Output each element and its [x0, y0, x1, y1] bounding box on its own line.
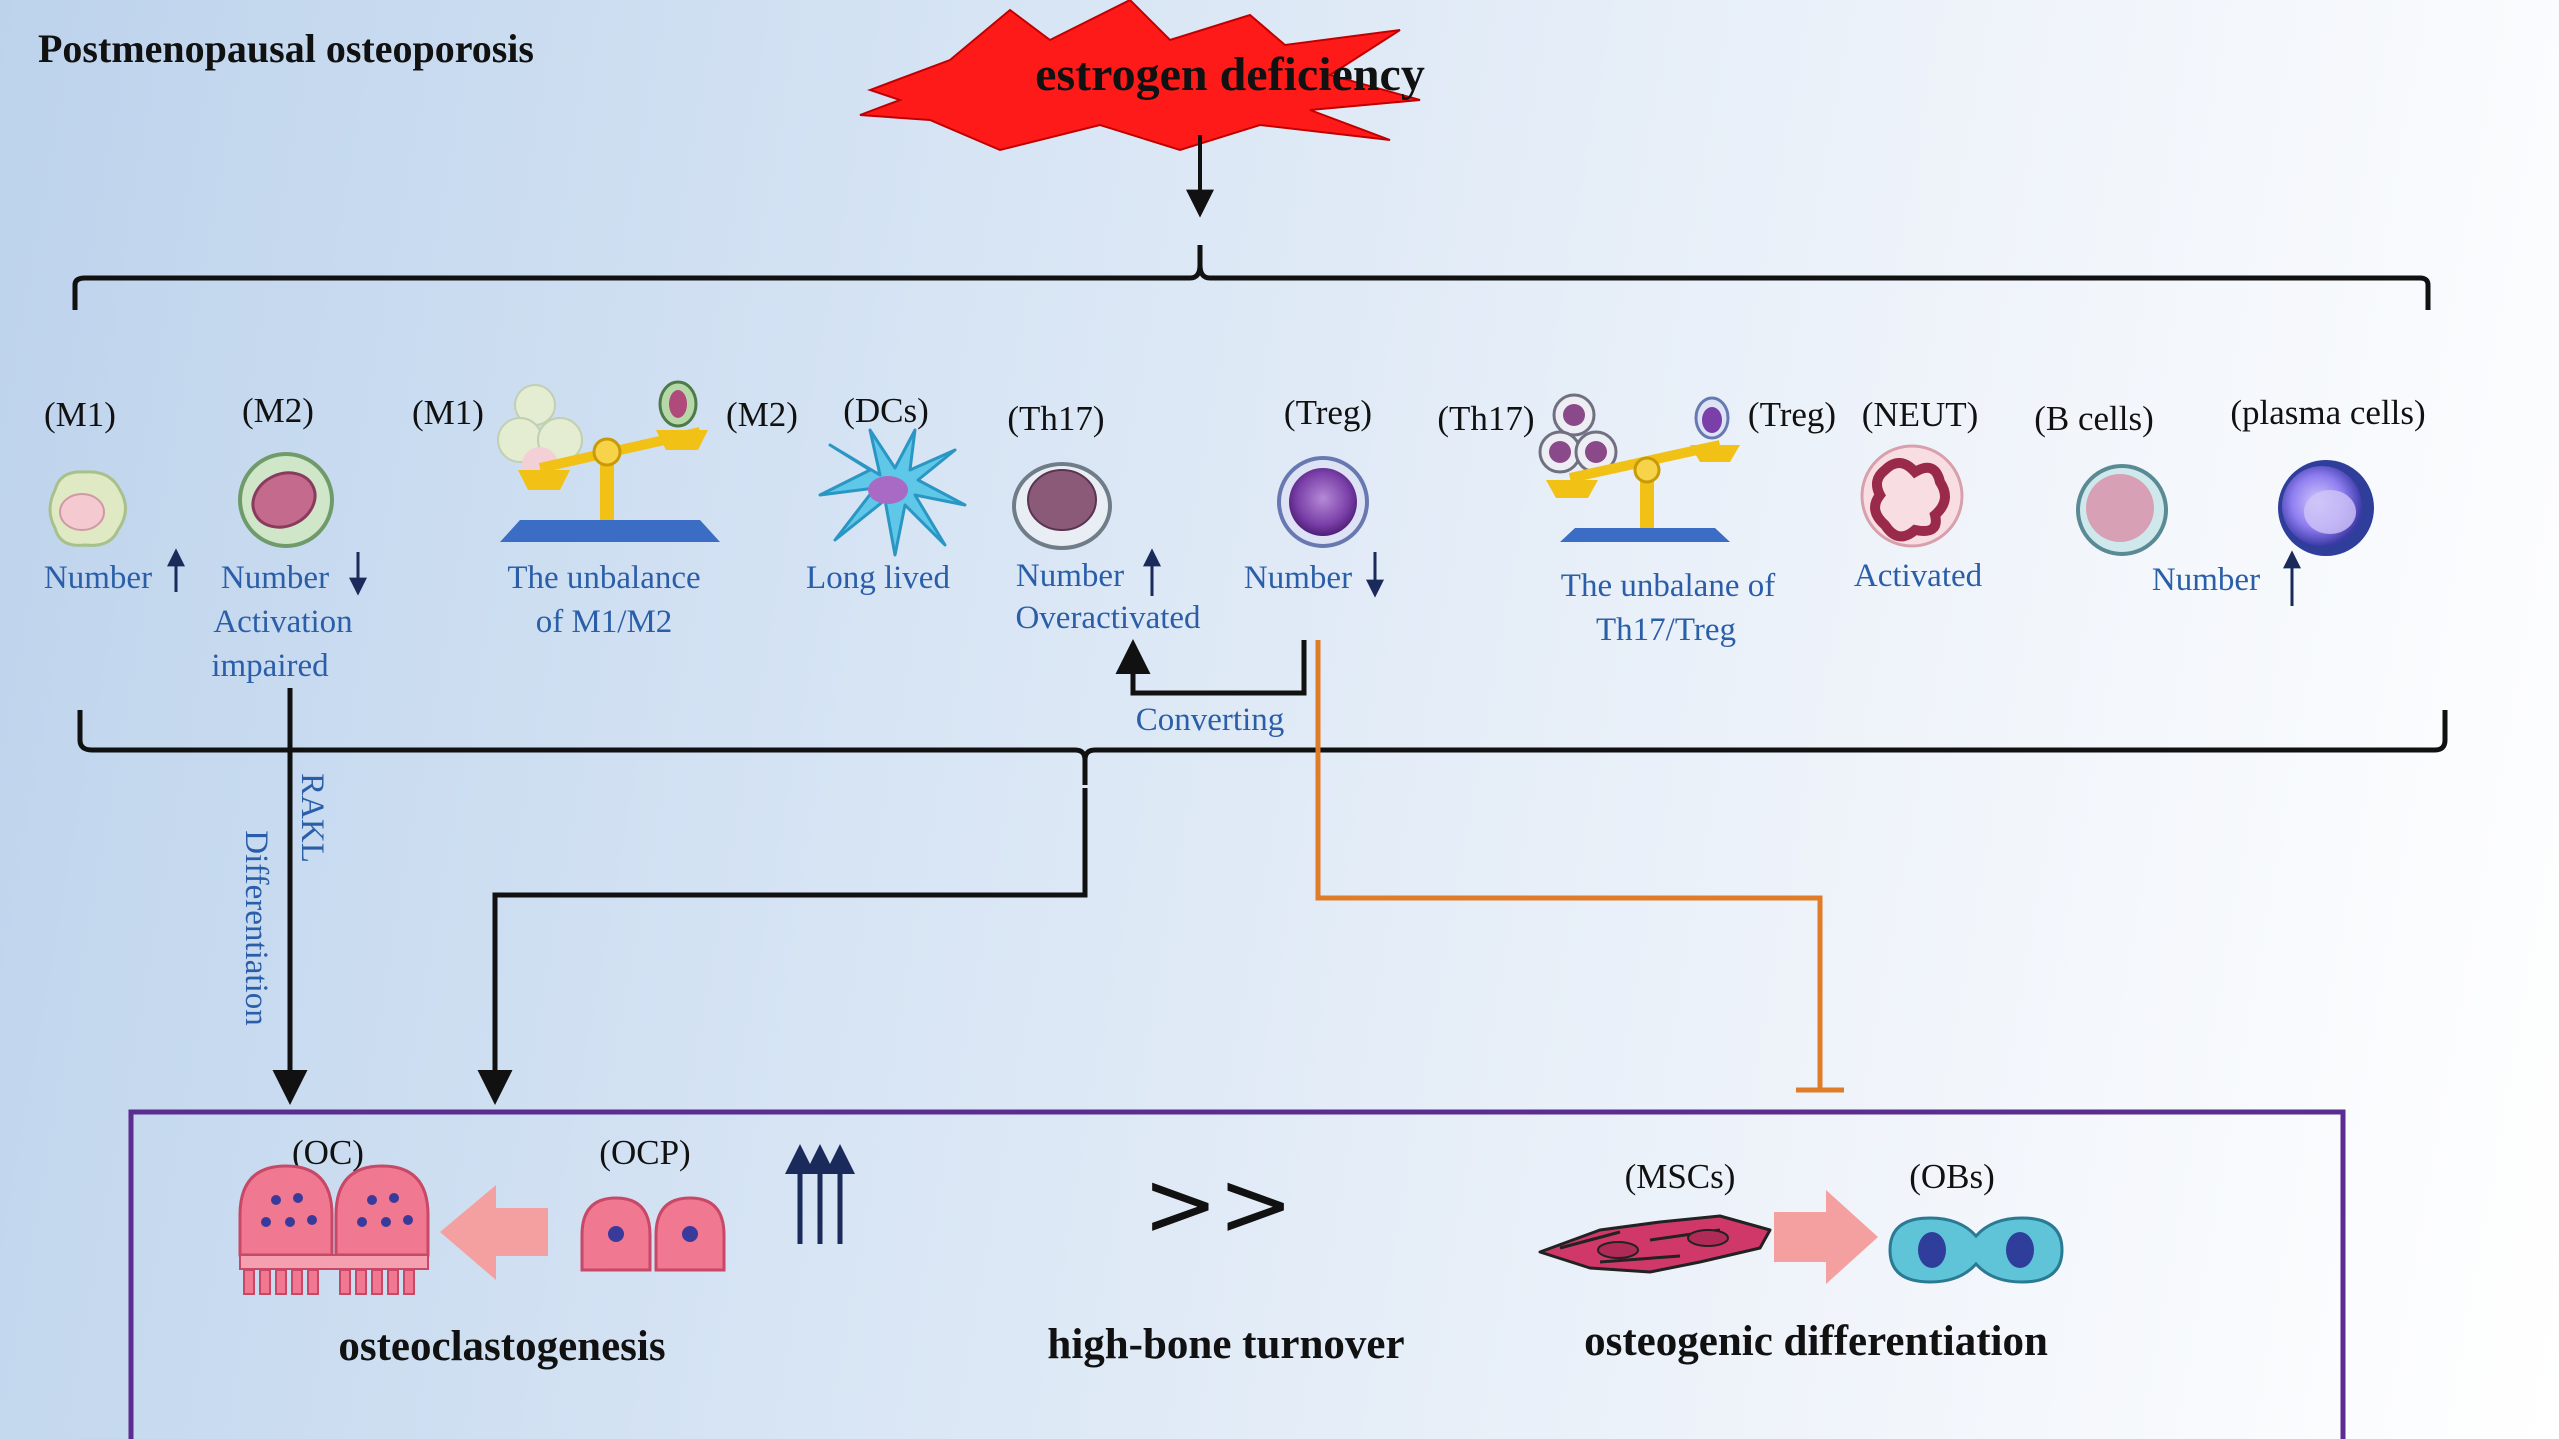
neut-activated-text: Activated	[1854, 558, 1983, 594]
m2-macrophage-icon	[238, 452, 334, 548]
label-neut: (NEUT)	[1862, 395, 1979, 434]
greater-than-symbol: >>	[1143, 1152, 1294, 1257]
th17-cell-icon	[1012, 462, 1112, 550]
label-obs: (OBs)	[1909, 1157, 1995, 1196]
bone-remodeling-box	[128, 1109, 2346, 1439]
label-oc: (OC)	[292, 1133, 364, 1172]
converting-arrow	[1115, 639, 1307, 696]
m1-macrophage-icon	[48, 470, 127, 547]
th17-number-text: Number	[1016, 558, 1124, 594]
estrogen-deficiency-star: estrogen deficiency	[859, 0, 1425, 152]
m1-number-text: Number	[44, 560, 152, 596]
m1m2-unbalance-line1: The unbalance	[507, 560, 700, 596]
label-mscs: (MSCs)	[1625, 1157, 1736, 1196]
label-ocp: (OCP)	[599, 1133, 690, 1172]
label-th17: (Th17)	[1007, 399, 1104, 438]
label-m1-balance: (M1)	[412, 393, 484, 432]
label-dcs: (DCs)	[843, 391, 929, 430]
top-brace	[72, 245, 2431, 310]
m1m2-unbalance-line2: of M1/M2	[536, 604, 673, 640]
page-title: Postmenopausal osteoporosis	[38, 26, 534, 71]
dendritic-cell-icon	[818, 428, 967, 557]
plasma-cell-icon	[2278, 460, 2374, 556]
msc-to-ob-arrow	[1774, 1190, 1878, 1284]
treg-number-text: Number	[1244, 560, 1352, 596]
differentiation-label: Differentiation	[238, 830, 274, 1026]
label-b-cells: (B cells)	[2034, 399, 2154, 438]
osteoclastogenesis-text: osteoclastogenesis	[338, 1323, 665, 1370]
th17treg-unbalance-line2: Th17/Treg	[1596, 612, 1736, 648]
triple-up-arrows-icon	[785, 1144, 855, 1244]
converting-text: Converting	[1136, 702, 1284, 738]
th17-overactivated-text: Overactivated	[1015, 600, 1201, 636]
lower-brace	[77, 710, 2448, 785]
dcs-long-lived-text: Long lived	[806, 560, 950, 596]
label-treg-balance: (Treg)	[1748, 395, 1836, 434]
label-treg: (Treg)	[1284, 393, 1372, 432]
neutrophil-icon	[1860, 444, 1964, 548]
th17treg-unbalance-line1: The unbalane of	[1561, 568, 1775, 604]
immune-to-oc-arrow	[477, 788, 1088, 1105]
ocp-icon	[580, 1196, 726, 1272]
rakl-label: RAKL	[294, 773, 330, 863]
label-m2: (M2)	[242, 391, 314, 430]
high-bone-turnover-text: high-bone turnover	[1047, 1321, 1404, 1368]
estrogen-deficiency-label: estrogen deficiency	[1035, 48, 1425, 101]
th17-treg-balance-scale-icon	[1538, 393, 1740, 542]
m1-m2-balance-scale-icon	[497, 380, 720, 542]
b-cell-icon	[2076, 464, 2168, 556]
label-plasma-cells: (plasma cells)	[2230, 393, 2425, 432]
msc-icon	[1538, 1214, 1772, 1274]
m2-number-text: Number	[221, 560, 329, 596]
label-m1: (M1)	[44, 395, 116, 434]
ocp-to-oc-arrow	[440, 1185, 548, 1280]
m2-activation-text: Activation	[213, 604, 352, 640]
osteogenic-differentiation-text: osteogenic differentiation	[1584, 1318, 2048, 1365]
treg-inhibition-line	[1315, 640, 1844, 1093]
osteoblast-icon	[1888, 1216, 2064, 1284]
osteoclast-icon	[238, 1164, 430, 1295]
plasma-number-text: Number	[2152, 562, 2260, 598]
treg-cell-icon	[1277, 456, 1369, 548]
label-m2-balance: (M2)	[726, 395, 798, 434]
m2-impaired-text: impaired	[211, 648, 329, 684]
label-th17-balance: (Th17)	[1437, 399, 1534, 438]
